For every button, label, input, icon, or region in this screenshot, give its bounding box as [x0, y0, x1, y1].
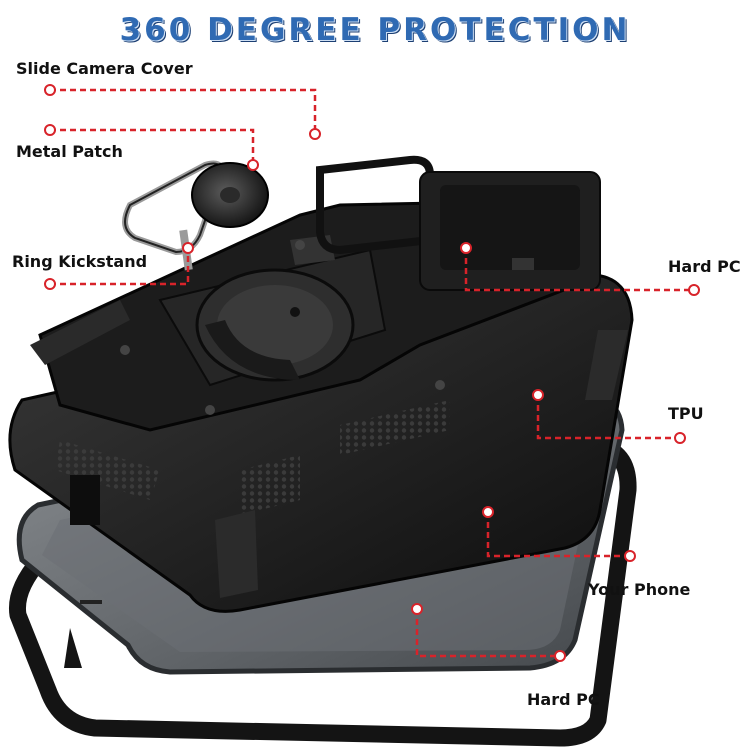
leader-slide-camera-cover [50, 88, 317, 133]
label-slide-camera-cover: Slide Camera Cover [16, 59, 193, 78]
endpoint-hard-pc-top-b [688, 284, 700, 296]
endpoint-ring-left [44, 278, 56, 290]
label-metal-patch: Metal Patch [16, 142, 123, 161]
bottom-hard-pc-frame [8, 436, 637, 747]
endpoint-phone-a [482, 506, 494, 518]
leader-ring-kickstand [50, 248, 190, 286]
endpoint-metal-patch-right [247, 159, 259, 171]
headline: 360 DEGREE PROTECTION [119, 12, 631, 48]
leader-hard-pc-top [464, 248, 694, 292]
leader-endpoints [44, 84, 700, 662]
endpoint-ring-right [182, 242, 194, 254]
endpoint-slide-camera-left [44, 84, 56, 96]
endpoint-slide-camera-right [309, 128, 321, 140]
endpoint-hard-pc-top-a [460, 242, 472, 254]
label-your-phone: Your Phone [588, 580, 691, 599]
label-hard-pc-bottom: Hard PC [527, 690, 600, 709]
label-hard-pc-top: Hard PC [668, 257, 741, 276]
endpoint-hard-pc-bottom-b [554, 650, 566, 662]
leader-metal-patch [50, 128, 255, 165]
label-tpu: TPU [668, 404, 704, 423]
leader-hard-pc-bottom [415, 609, 560, 658]
endpoint-hard-pc-bottom-a [411, 603, 423, 615]
endpoint-metal-patch-left [44, 124, 56, 136]
leader-your-phone [486, 512, 630, 558]
label-ring-kickstand: Ring Kickstand [12, 252, 148, 271]
endpoint-tpu-b [674, 432, 686, 444]
endpoint-tpu-a [532, 389, 544, 401]
tpu-case [8, 273, 634, 613]
leader-tpu [536, 395, 680, 440]
endpoint-phone-b [624, 550, 636, 562]
leader-lines [50, 88, 694, 658]
